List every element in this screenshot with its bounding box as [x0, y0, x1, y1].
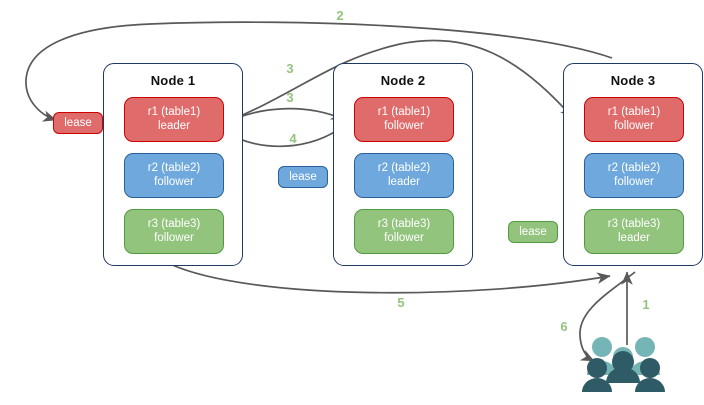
replica-chip-node1-r1[interactable]: r1 (table1) leader	[124, 97, 224, 142]
replica-chip-node1-r2[interactable]: r2 (table2) follower	[124, 153, 224, 198]
replica-role: follower	[154, 231, 194, 244]
replica-role: leader	[388, 175, 420, 188]
replica-name: r1 (table1)	[147, 105, 201, 118]
step-label-2: 2	[336, 8, 344, 23]
lease-badge-r3[interactable]: lease	[508, 221, 558, 243]
replica-name: r3 (table3)	[377, 217, 431, 230]
replica-role: leader	[158, 119, 190, 132]
replica-name: r3 (table3)	[607, 217, 661, 230]
replica-chip-node2-r3[interactable]: r3 (table3) follower	[354, 209, 454, 254]
replica-role: follower	[614, 119, 654, 132]
lease-badge-r2[interactable]: lease	[278, 166, 328, 188]
replica-name: r2 (table2)	[377, 161, 431, 174]
replica-role: follower	[154, 175, 194, 188]
replica-role: follower	[384, 119, 424, 132]
replica-role: leader	[618, 231, 650, 244]
step-label-4: 4	[289, 131, 297, 146]
replica-role: follower	[384, 231, 424, 244]
step-label-3b: 3	[286, 90, 294, 105]
node-title-1: Node 1	[150, 73, 196, 88]
step-label-1: 1	[642, 297, 650, 312]
replica-name: r1 (table1)	[607, 105, 661, 118]
step-label-6: 6	[560, 319, 568, 334]
replica-name: r1 (table1)	[377, 105, 431, 118]
node-box-1[interactable]: Node 1 r1 (table1) leader r2 (table2) fo…	[103, 63, 243, 266]
replica-chip-node3-r3[interactable]: r3 (table3) leader	[584, 209, 684, 254]
step-label-5: 5	[397, 295, 405, 310]
node-title-2: Node 2	[380, 73, 426, 88]
replica-chip-node2-r2[interactable]: r2 (table2) leader	[354, 153, 454, 198]
lease-badge-r1[interactable]: lease	[53, 112, 103, 134]
replica-chip-node2-r1[interactable]: r1 (table1) follower	[354, 97, 454, 142]
step-label-3a: 3	[286, 61, 294, 76]
node-box-2[interactable]: Node 2 r1 (table1) follower r2 (table2) …	[333, 63, 473, 266]
replica-name: r2 (table2)	[147, 161, 201, 174]
replica-name: r3 (table3)	[147, 217, 201, 230]
node-box-3[interactable]: Node 3 r1 (table1) follower r2 (table2) …	[563, 63, 703, 266]
connector-step-5	[169, 263, 611, 294]
connector-step-6	[579, 271, 636, 362]
replica-chip-node3-r2[interactable]: r2 (table2) follower	[584, 153, 684, 198]
replica-chip-node1-r3[interactable]: r3 (table3) follower	[124, 209, 224, 254]
node-title-3: Node 3	[610, 73, 656, 88]
replica-role: follower	[614, 175, 654, 188]
replica-chip-node3-r1[interactable]: r1 (table1) follower	[584, 97, 684, 142]
replica-name: r2 (table2)	[607, 161, 661, 174]
